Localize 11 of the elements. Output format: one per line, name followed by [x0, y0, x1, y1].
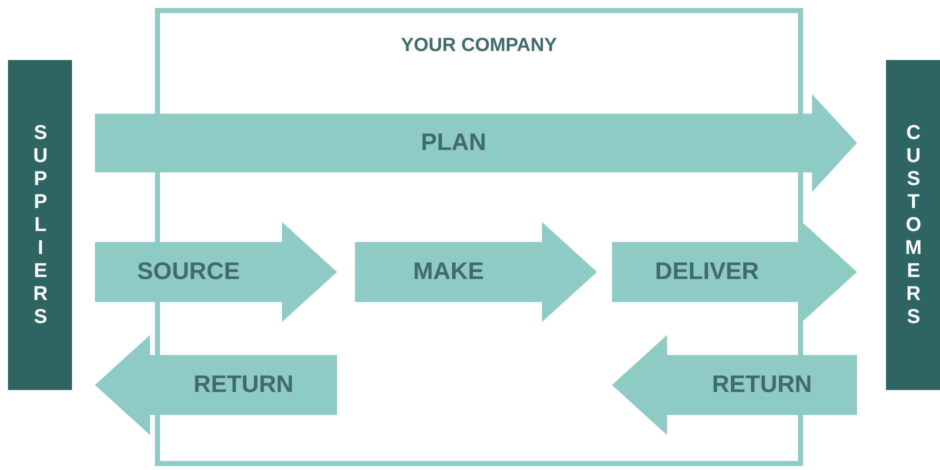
bar-label: CUSTOMERS: [902, 122, 924, 328]
bar-label: SUPPLIERS: [28, 122, 52, 328]
step-label: MAKE: [412, 258, 485, 286]
step-label: SOURCE: [136, 258, 241, 286]
side-bar: [8, 60, 72, 390]
company-title: YOUR COMPANY: [400, 35, 558, 57]
step-label: PLAN: [420, 129, 488, 157]
step-label: DELIVER: [654, 258, 760, 286]
step-label: RETURN: [192, 371, 294, 399]
side-bar: [886, 60, 940, 390]
step-label: RETURN: [711, 371, 813, 399]
